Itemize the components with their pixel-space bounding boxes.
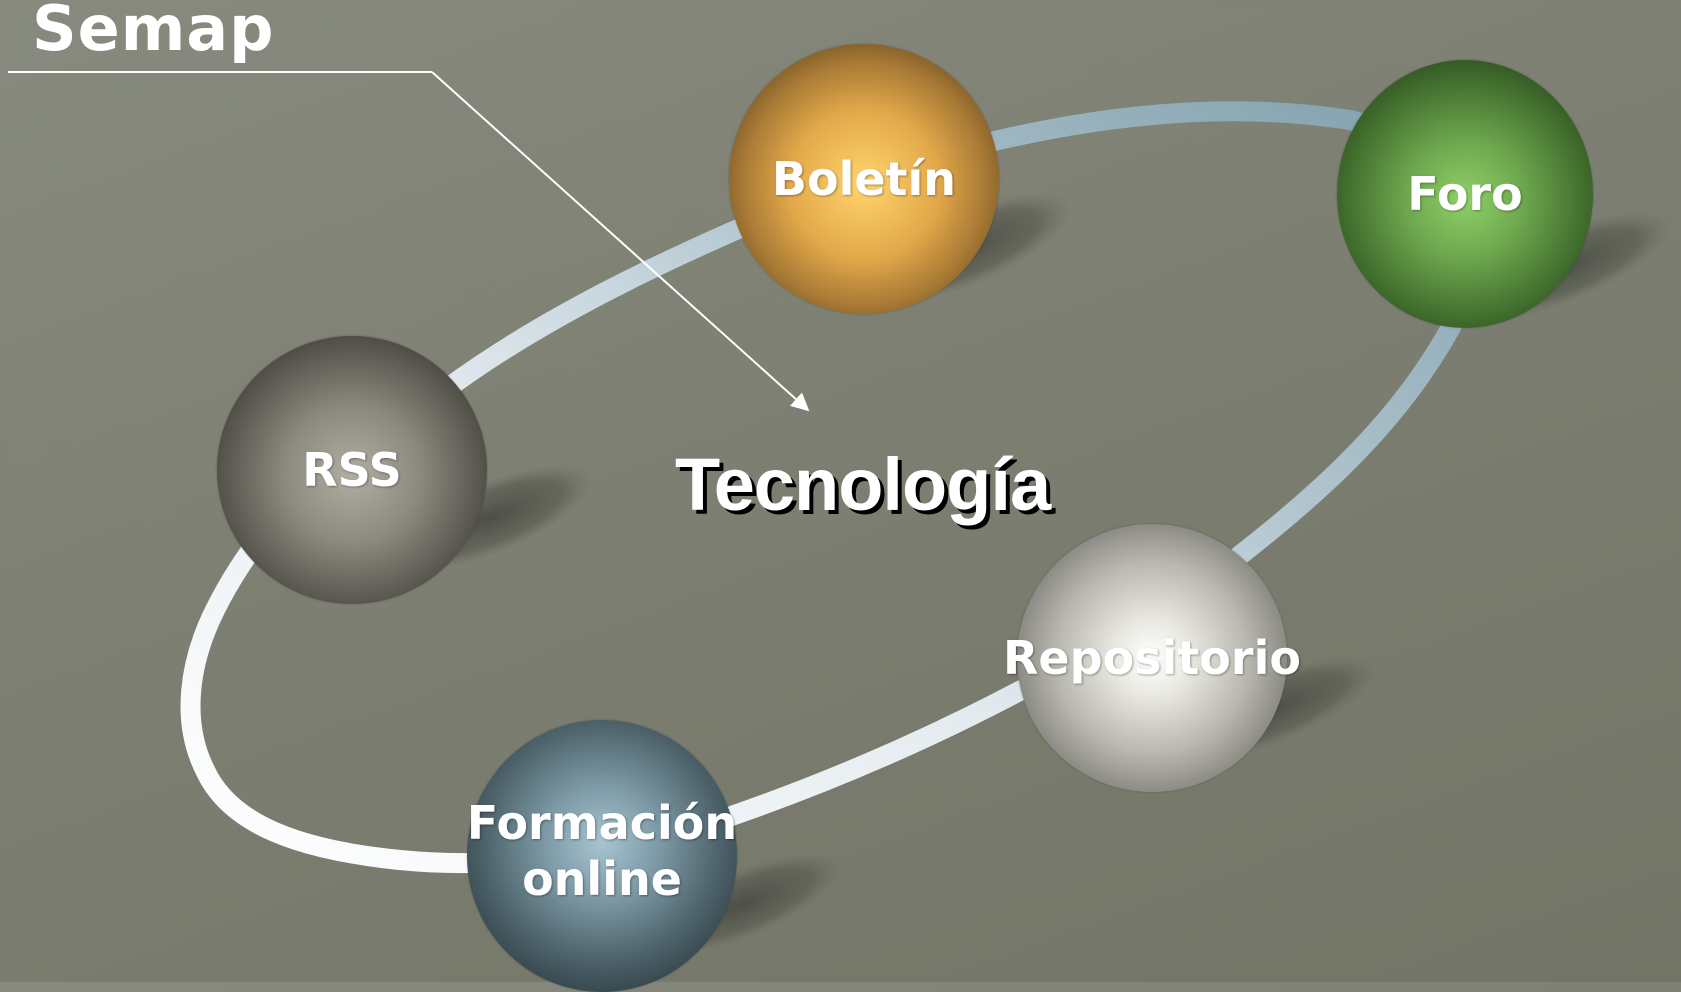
node-rss-label: RSS [302,442,402,497]
node-boletin[interactable]: Boletín [729,44,999,314]
node-repositorio-label: Repositorio [1003,630,1301,685]
node-foro-label: Foro [1407,166,1523,221]
node-formacion-label: Formación online [466,795,738,906]
node-boletin-label: Boletín [771,151,957,206]
node-foro[interactable]: Foro [1337,60,1593,328]
node-formacion-online[interactable]: Formación online [467,720,737,992]
center-label: Tecnología [675,443,1051,526]
node-repositorio[interactable]: Repositorio [1003,524,1301,792]
node-rss[interactable]: RSS [217,336,487,604]
page-title: Semap [32,0,275,65]
callout-arrow [431,71,810,412]
